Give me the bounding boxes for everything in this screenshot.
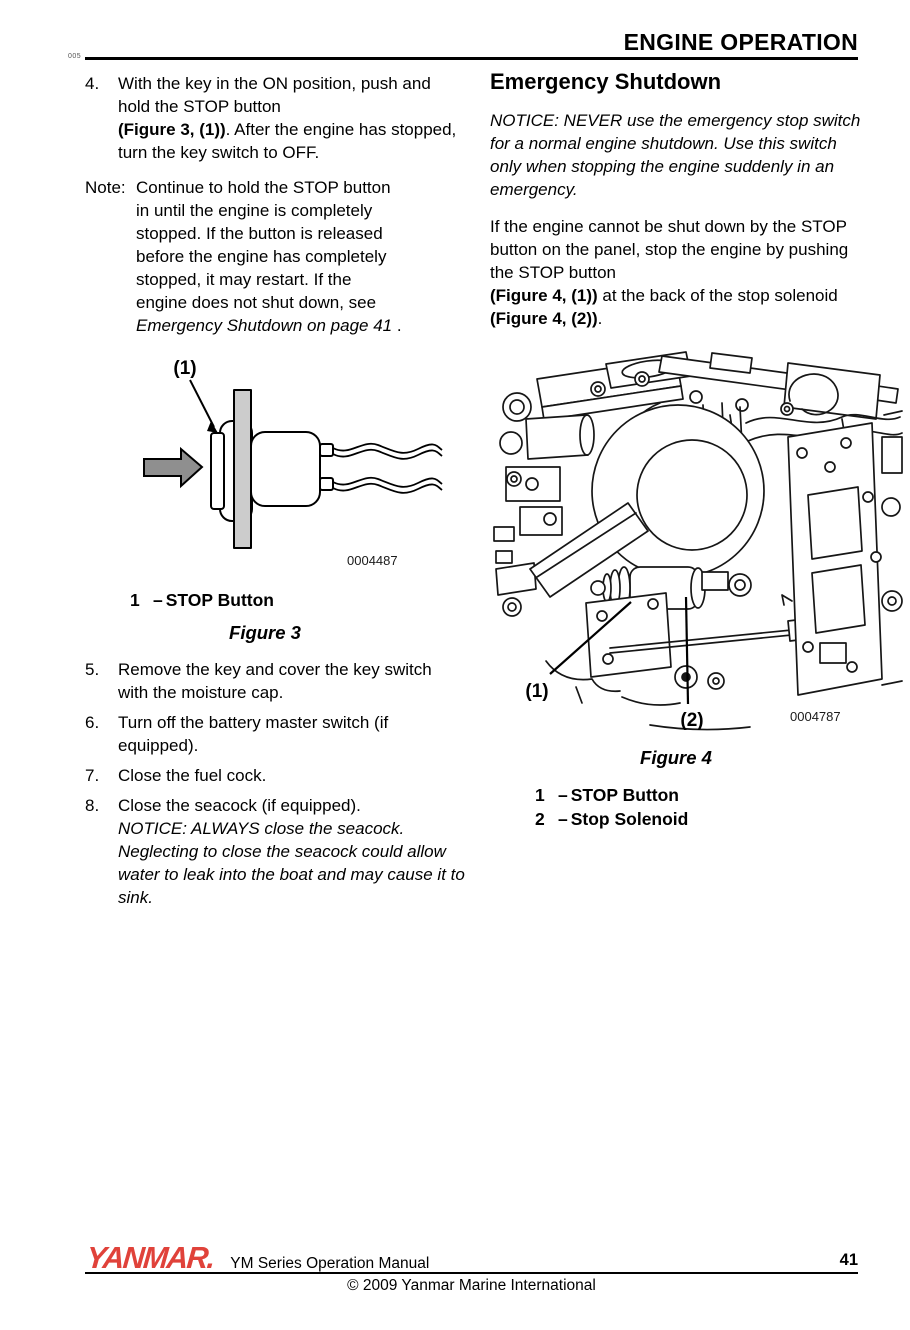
figure-reference: (Figure 4, (1)) bbox=[490, 286, 598, 305]
notice-text: NOTICE: ALWAYS close the seacock. Neglec… bbox=[118, 819, 465, 907]
push-arrow-icon bbox=[143, 446, 204, 489]
terminal-bottom bbox=[319, 477, 334, 491]
paragraph-text: at the back of the stop solenoid bbox=[597, 286, 838, 305]
figure4-legend-item: 1 – STOP Button bbox=[535, 783, 862, 807]
section-heading: Emergency Shutdown bbox=[490, 69, 722, 94]
step-text: Turn off the battery master switch (if e… bbox=[118, 713, 389, 755]
panel-bar bbox=[233, 389, 252, 549]
list-number: 5. bbox=[85, 660, 100, 679]
step-text: Remove the key and cover the key switch … bbox=[118, 660, 432, 702]
list-item-7: 7. Close the fuel cock. bbox=[85, 764, 465, 787]
figure4-code: 0004787 bbox=[790, 709, 841, 724]
list-number: 8. bbox=[85, 796, 100, 815]
figure3-code: 0004487 bbox=[347, 553, 398, 568]
printers-mark: 005 bbox=[68, 53, 82, 60]
figure3-illustration: (1) 0004487 bbox=[85, 353, 465, 588]
button-body bbox=[250, 431, 321, 507]
legend-number: 1 bbox=[535, 785, 545, 805]
button-face bbox=[210, 432, 225, 510]
list-item-text: With the key in the ON position, push an… bbox=[118, 72, 465, 164]
page-number: 41 bbox=[839, 1251, 858, 1269]
note-body: Continue to hold the STOP button in unti… bbox=[136, 178, 391, 312]
list-item-text: Close the seacock (if equipped). NOTICE:… bbox=[118, 794, 465, 909]
terminal-top bbox=[319, 443, 334, 457]
body-paragraph: If the engine cannot be shut down by the… bbox=[490, 215, 862, 330]
footer: YANMAR. YM Series Operation Manual 41 bbox=[85, 1241, 858, 1275]
step-text: With the key in the ON position, push an… bbox=[118, 74, 431, 116]
callout-1-label: (1) bbox=[525, 681, 548, 702]
list-item-6: 6. Turn off the battery master switch (i… bbox=[85, 711, 465, 757]
list-number: 6. bbox=[85, 713, 100, 732]
list-number: 4. bbox=[85, 74, 100, 93]
legend-label: STOP Button bbox=[165, 590, 274, 610]
list-number: 7. bbox=[85, 766, 100, 785]
figure4-caption: Figure 4 bbox=[640, 747, 712, 768]
list-item-8: 8. Close the seacock (if equipped). NOTI… bbox=[85, 794, 465, 909]
figure3-caption: Figure 3 bbox=[229, 622, 301, 643]
paragraph-text: If the engine cannot be shut down by the… bbox=[490, 217, 849, 282]
list-item-5: 5. Remove the key and cover the key swit… bbox=[85, 658, 465, 704]
left-column: 4. With the key in the ON position, push… bbox=[85, 72, 465, 916]
yanmar-logo: YANMAR. bbox=[85, 1241, 216, 1275]
callout-leader-2 bbox=[684, 596, 690, 705]
list-item-4: 4. With the key in the ON position, push… bbox=[85, 72, 465, 164]
notice-paragraph: NOTICE: NEVER use the emergency stop swi… bbox=[490, 111, 861, 199]
figure4-legend-item: 2 – Stop Solenoid bbox=[535, 807, 862, 831]
note-label: Note: bbox=[85, 178, 126, 197]
manual-title: YM Series Operation Manual bbox=[230, 1255, 430, 1272]
footer-rule bbox=[85, 1272, 858, 1274]
engine-drawing: (1) (2) 0004787 bbox=[493, 351, 903, 731]
callout-leader-1 bbox=[549, 601, 632, 675]
figure-reference: (Figure 3, (1)) bbox=[118, 120, 226, 139]
engine-line-art bbox=[493, 351, 903, 731]
header-rule bbox=[85, 57, 858, 60]
right-column: Emergency Shutdown NOTICE: NEVER use the… bbox=[490, 69, 903, 831]
callout-leader-1 bbox=[189, 379, 215, 428]
stop-button-line-art bbox=[210, 389, 443, 549]
figure3-legend-item: 1 – STOP Button bbox=[130, 588, 465, 612]
legend-dash: – bbox=[153, 590, 163, 610]
step-text: Close the fuel cock. bbox=[118, 766, 267, 785]
figure-reference: (Figure 4, (2)) bbox=[490, 309, 598, 328]
legend-dash: – bbox=[558, 785, 568, 805]
step-text: . After the engine has stopped, turn the… bbox=[118, 120, 457, 162]
page-title: ENGINE OPERATION bbox=[623, 29, 858, 55]
cross-reference: Emergency Shutdown on page 41 bbox=[136, 316, 393, 335]
legend-label: STOP Button bbox=[570, 785, 679, 805]
step-text: Close the seacock (if equipped). bbox=[118, 796, 361, 815]
leader-arrowhead bbox=[207, 421, 218, 433]
stop-button-drawing: (1) 0004487 bbox=[143, 358, 443, 568]
legend-label: Stop Solenoid bbox=[570, 809, 689, 829]
legend-number: 2 bbox=[535, 809, 545, 829]
copyright-line: © 2009 Yanmar Marine International bbox=[347, 1277, 596, 1294]
legend-dash: – bbox=[558, 809, 568, 829]
callout-1-label: (1) bbox=[173, 358, 196, 379]
legend-number: 1 bbox=[130, 590, 140, 610]
wires bbox=[332, 442, 443, 494]
note-tail: . bbox=[392, 316, 402, 335]
note-block: Note: Continue to hold the STOP button i… bbox=[85, 176, 465, 337]
note-text: Continue to hold the STOP button in unti… bbox=[136, 176, 404, 337]
callout-2-label: (2) bbox=[680, 710, 703, 731]
paragraph-text: . bbox=[597, 309, 603, 328]
figure4-illustration: (1) (2) 0004787 bbox=[490, 345, 903, 737]
